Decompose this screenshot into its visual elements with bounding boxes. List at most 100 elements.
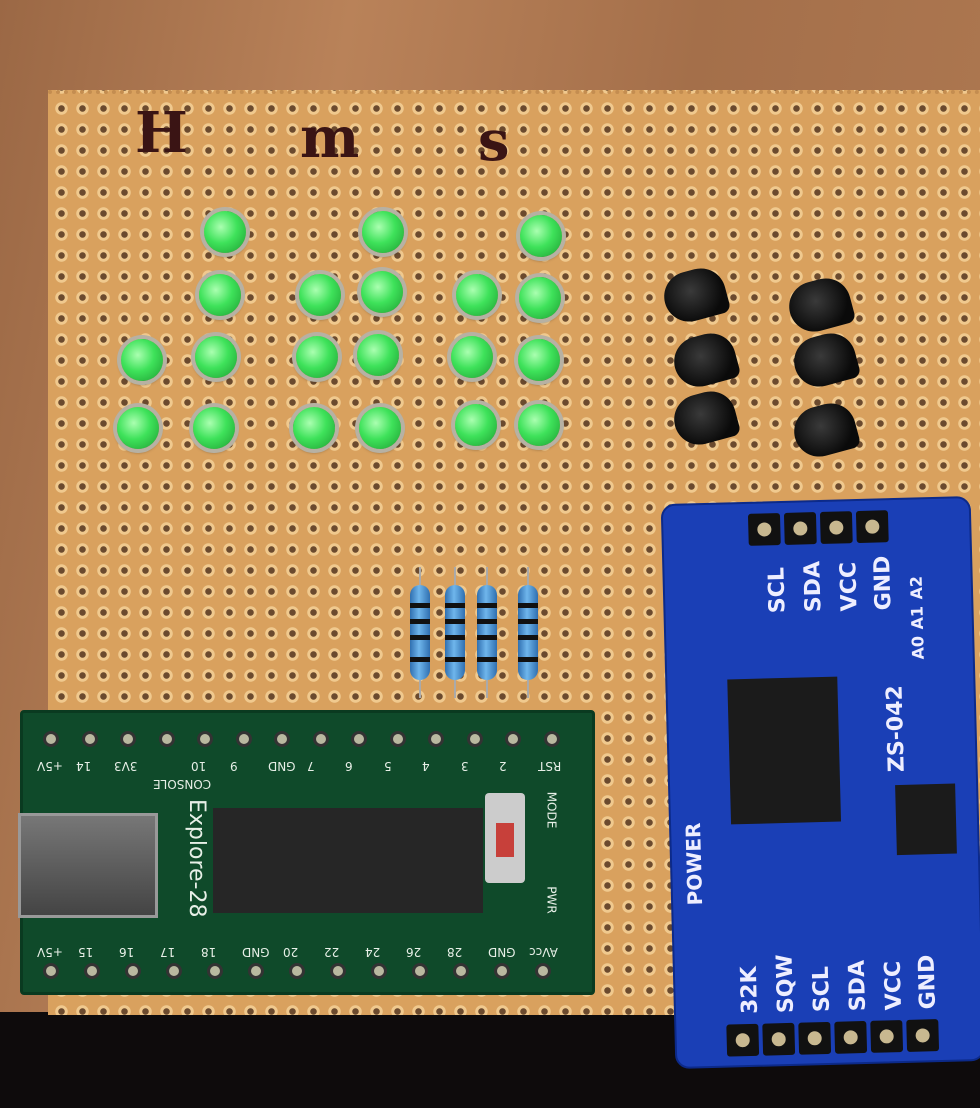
header-pin <box>125 963 141 979</box>
green-led <box>299 274 341 316</box>
top-pin-label: 5 <box>383 759 392 773</box>
marking-seconds: s <box>478 108 510 174</box>
green-led <box>455 404 497 446</box>
bottom-pin-label: 18 <box>201 945 217 959</box>
header-pin <box>351 731 367 747</box>
rtc-top-pin-label: GND <box>870 555 897 611</box>
rtc-module-zs042: SCL SDA VCC GND A0 A1 A2 ZS-042 POWER 32… <box>660 496 980 1069</box>
green-led <box>195 336 237 378</box>
green-led <box>518 339 560 381</box>
green-led <box>456 274 498 316</box>
header-pin <box>726 1023 760 1057</box>
header-pin <box>783 512 817 545</box>
header-pin <box>43 731 59 747</box>
bottom-pin-label: GND <box>488 945 516 959</box>
header-pin <box>428 731 444 747</box>
resistor <box>410 567 430 698</box>
header-pin <box>158 731 175 747</box>
rtc-address-label: A0 <box>908 635 928 660</box>
header-pin <box>166 963 182 979</box>
green-led <box>518 404 560 446</box>
green-led <box>361 271 403 313</box>
rtc-address-label: A2 <box>906 575 927 600</box>
rtc-top-pin-label: VCC <box>836 561 863 612</box>
top-pin-label: 3V3 <box>114 759 138 773</box>
bottom-pin-label: 24 <box>365 945 381 959</box>
green-led <box>519 277 561 319</box>
bottom-pin-label: +5V <box>37 945 63 959</box>
resistor <box>477 567 497 698</box>
green-led <box>357 334 399 376</box>
header-pin <box>84 963 100 979</box>
rtc-bottom-pin-label: SCL <box>808 965 836 1013</box>
bottom-pin-label: 22 <box>324 945 340 959</box>
mode-led-label: MODE <box>544 791 559 829</box>
header-pin <box>494 963 510 979</box>
bottom-pin-label: 28 <box>447 945 463 959</box>
top-pin-label: 4 <box>422 759 430 773</box>
top-pin-label: 7 <box>306 759 315 773</box>
green-led <box>359 407 401 449</box>
top-pin-label: RST <box>537 759 561 773</box>
green-led <box>117 407 159 449</box>
bottom-pin-label: 16 <box>119 945 135 959</box>
header-pin <box>747 513 781 546</box>
header-pin <box>834 1020 868 1054</box>
rtc-address-label: A1 <box>907 605 928 630</box>
header-pin <box>235 731 252 747</box>
bottom-pin-label: 17 <box>160 945 176 959</box>
header-pin <box>274 731 290 747</box>
header-pin <box>855 510 889 544</box>
top-pin-label: 6 <box>345 759 353 773</box>
pwr-led-label: PWR <box>544 886 559 914</box>
header-pin <box>207 963 223 979</box>
header-pin <box>289 963 305 979</box>
rtc-bottom-pin-label: GND <box>914 954 941 1010</box>
header-pin <box>535 963 551 979</box>
header-pin <box>798 1021 832 1055</box>
header-pin <box>197 731 213 747</box>
green-led <box>121 339 163 381</box>
bottom-pin-label: 26 <box>406 945 422 959</box>
header-pin <box>248 963 264 979</box>
top-pin-label: CONSOLE <box>152 777 211 791</box>
header-pin <box>43 963 59 979</box>
microcontroller-chip <box>213 808 483 913</box>
resistor <box>445 567 465 698</box>
header-pin <box>870 1020 904 1053</box>
top-pin-label: 2 <box>499 759 507 773</box>
bottom-pin-label: AVcc <box>529 945 558 959</box>
green-led <box>204 211 246 253</box>
header-pin <box>412 963 428 979</box>
header-pin <box>762 1022 796 1056</box>
reset-button[interactable] <box>485 793 525 883</box>
header-pin <box>453 963 469 979</box>
top-pin-label: GND <box>268 759 296 773</box>
header-pin <box>389 731 406 747</box>
eeprom-chip <box>895 783 957 856</box>
green-led <box>193 407 235 449</box>
header-pin <box>81 731 98 747</box>
green-led <box>296 336 338 378</box>
header-pin <box>312 731 329 747</box>
top-pin-label: +5V <box>37 759 63 773</box>
top-pin-label: 3 <box>460 759 469 773</box>
green-led <box>451 336 493 378</box>
header-pin <box>543 731 560 747</box>
header-pin <box>906 1019 940 1052</box>
green-led <box>362 211 404 253</box>
rtc-power-label: POWER <box>681 822 708 906</box>
header-pin <box>371 963 387 979</box>
marking-hours: H <box>135 100 188 166</box>
module-name-label: Explore-28 <box>184 799 209 918</box>
top-pin-label: 14 <box>75 759 91 773</box>
header-pin <box>819 511 853 544</box>
bottom-pin-label: GND <box>242 945 270 959</box>
rtc-bottom-pin-label: 32K <box>736 965 764 1015</box>
marking-minutes: m <box>300 105 360 171</box>
rtc-bottom-pin-label: SDA <box>844 959 871 1012</box>
ds3231-chip <box>727 676 842 825</box>
bottom-pin-label: 20 <box>283 945 299 959</box>
green-led <box>293 407 335 449</box>
